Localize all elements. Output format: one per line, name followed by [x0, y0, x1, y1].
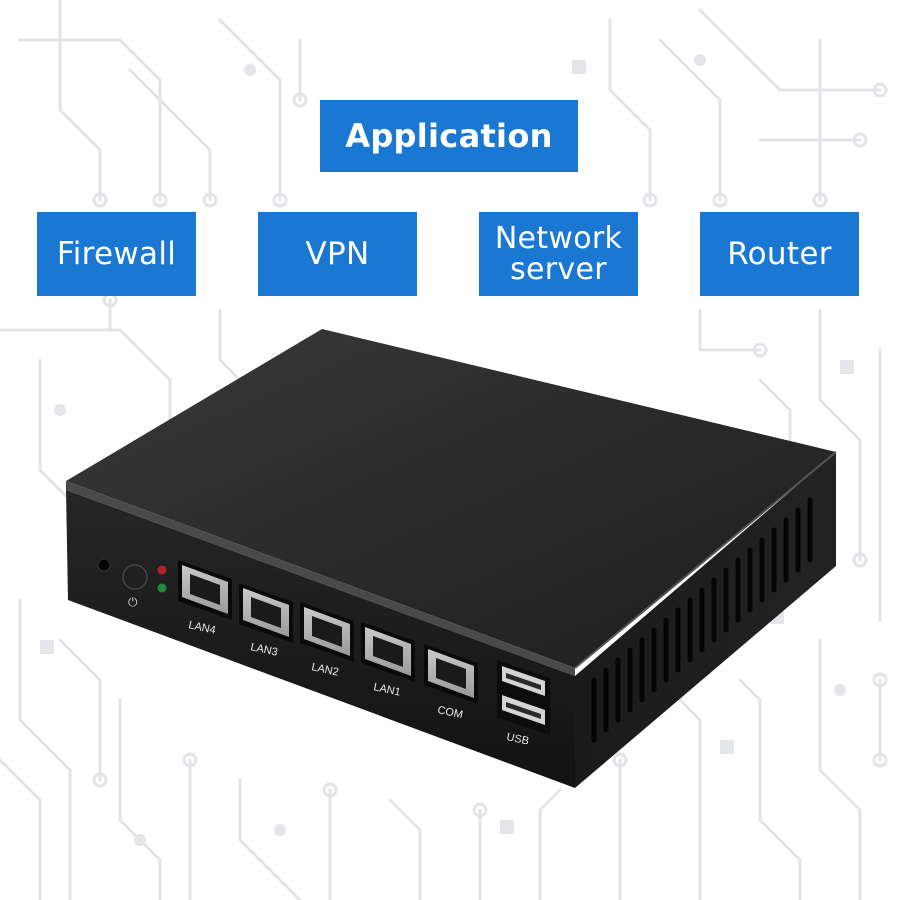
network-server-tag-line2: server: [510, 252, 607, 287]
status-led-red: [157, 565, 167, 575]
reset-hole: [97, 558, 111, 572]
firewall-tag: Firewall: [37, 212, 196, 296]
device-top-panel: [66, 329, 836, 668]
usb-ports: USB: [497, 660, 550, 748]
port-label-lan1: LAN1: [372, 681, 401, 698]
port-label-lan3: LAN3: [249, 641, 278, 658]
device-side-panel: [575, 452, 836, 788]
network-server-tag-line1: Network: [494, 221, 623, 256]
ethernet-port-lan3: LAN3: [239, 583, 293, 659]
ethernet-port-lan2: LAN2: [300, 602, 354, 679]
port-label-lan2: LAN2: [310, 661, 339, 678]
ethernet-port-lan1: LAN1: [361, 622, 415, 699]
vpn-tag-text: VPN: [305, 236, 370, 272]
port-label-usb: USB: [505, 731, 530, 747]
application-heading: Application: [320, 100, 578, 172]
network-server-tag: Network server: [479, 212, 638, 296]
application-heading-text: Application: [345, 117, 553, 155]
router-tag-text: Router: [727, 236, 832, 272]
vent-slots: [591, 497, 813, 743]
vpn-tag: VPN: [258, 212, 417, 296]
power-button: ⏻: [122, 564, 148, 609]
port-label-com: COM: [436, 704, 464, 721]
ethernet-port-com: COM: [424, 644, 478, 721]
power-icon: ⏻: [128, 595, 138, 609]
status-led-green: [157, 583, 167, 593]
firewall-tag-text: Firewall: [56, 236, 177, 272]
router-tag: Router: [700, 212, 859, 296]
port-label-lan4: LAN4: [187, 619, 216, 636]
ethernet-port-lan4: LAN4: [178, 560, 232, 637]
